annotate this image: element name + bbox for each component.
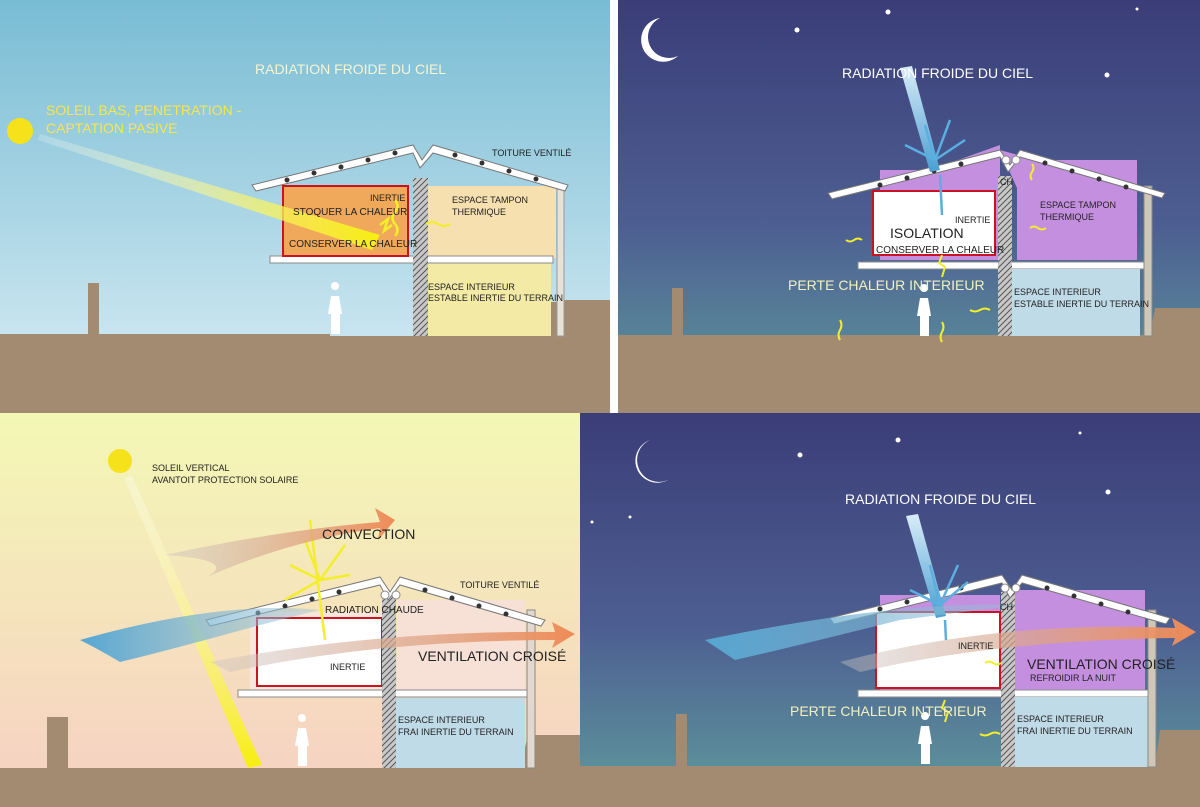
interior-label-line1: ESPACE INTERIEUR	[398, 715, 485, 725]
interior-label-line2: FRAI INERTIE DU TERRAIN	[398, 727, 514, 737]
buffer-label-line1: ESPACE TAMPON	[1040, 200, 1116, 210]
hot-radiation-label: RADIATION CHAUDE	[325, 605, 424, 616]
cross-ventilation-flow	[840, 618, 1196, 672]
cool-air-inflow	[705, 604, 1020, 660]
cross-ventilation-label: VENTILATION CROISÉ	[1027, 656, 1175, 672]
buffer-label-line2: THERMIQUE	[452, 207, 506, 217]
insulated-room	[872, 190, 996, 256]
ch-label: CH	[1000, 602, 1013, 612]
cross-ventilation-label: VENTILATION CROISÉ	[418, 648, 566, 664]
interior-label-line2: ESTABLE INERTIE DU TERRAIN	[428, 293, 563, 303]
keep-heat-label: CONSERVER LA CHALEUR	[876, 245, 1004, 256]
interior-label-line2: ESTABLE INERTIE DU TERRAIN	[1014, 299, 1149, 309]
neighbor-post	[88, 283, 99, 335]
person-figure	[328, 282, 342, 334]
inertia-label: INERTIE	[330, 662, 365, 672]
interior-label-line1: ESPACE INTERIEUR	[1017, 714, 1104, 724]
sun-label-line1: SOLEIL BAS, PENETRATION -	[46, 102, 242, 118]
sky-radiation-label: RADIATION FROIDE DU CIEL	[845, 491, 1036, 507]
sun-label-line1: SOLEIL VERTICAL	[152, 463, 230, 473]
roof-label: TOITURE VENTILÉ	[492, 148, 571, 158]
heat-loss-squiggles	[837, 163, 1047, 343]
roof-label: TOITURE VENTILÉ	[460, 580, 539, 590]
panel-night-summer: RADIATION FROIDE DU CIEL CH INERTIE VENT…	[580, 413, 1200, 807]
sky-radiation-label: RADIATION FROIDE DU CIEL	[842, 65, 1033, 81]
convection-flow	[165, 508, 395, 578]
cross-ventilation-flow	[210, 622, 575, 672]
ch-label: CH	[1000, 177, 1013, 187]
sky-radiation-label: RADIATION FROIDE DU CIEL	[255, 61, 446, 77]
stars	[590, 431, 1111, 524]
panel-night-winter: RADIATION FROIDE DU CIEL CH ISOLATION IN…	[618, 0, 1200, 413]
interior-label-line2: FRAI INERTIE DU TERRAIN	[1017, 726, 1133, 736]
inertia-label: INERTIE	[958, 641, 993, 651]
sun-icon	[7, 118, 33, 144]
interior-label-line1: ESPACE INTERIEUR	[1014, 287, 1101, 297]
inertia-wall	[413, 178, 428, 336]
store-heat-label: STOQUER LA CHALEUR	[293, 207, 407, 218]
heat-loss-label: PERTE CHALEUR INTERIEUR	[788, 277, 985, 293]
keep-heat-label: CONSERVER LA CHALEUR	[289, 239, 417, 250]
cool-air-inflow	[80, 608, 320, 662]
interior-ground-space	[423, 262, 551, 336]
convection-label: CONVECTION	[322, 526, 415, 542]
buffer-space	[428, 186, 556, 258]
sun-label-line2: AVANTOIT PROTECTION SOLAIRE	[152, 475, 298, 485]
stars	[794, 7, 1139, 78]
inertia-label: INERTIE	[370, 193, 405, 203]
moon-icon	[641, 18, 678, 62]
heat-loss-label: PERTE CHALEUR INTERIEUR	[790, 703, 987, 719]
heat-squiggle	[391, 199, 399, 237]
panel-day-summer: SOLEIL VERTICAL AVANTOIT PROTECTION SOLA…	[0, 413, 580, 807]
reflected-arrows	[904, 119, 966, 216]
interior-label-line1: ESPACE INTERIEUR	[428, 282, 515, 292]
sun-ray-low	[38, 134, 380, 250]
inertia-label: INERTIE	[955, 215, 990, 225]
sun-label-line2: CAPTATION PASIVE	[46, 120, 177, 136]
sun-icon	[108, 449, 132, 473]
panel-day-winter: RADIATION FROIDE DU CIEL SOLEIL BAS, PEN…	[0, 0, 610, 413]
isolation-label: ISOLATION	[890, 225, 964, 241]
buffer-label-line1: ESPACE TAMPON	[452, 195, 528, 205]
night-cooling-label: REFROIDIR LA NUIT	[1030, 673, 1117, 683]
buffer-label-line2: THERMIQUE	[1040, 212, 1094, 222]
